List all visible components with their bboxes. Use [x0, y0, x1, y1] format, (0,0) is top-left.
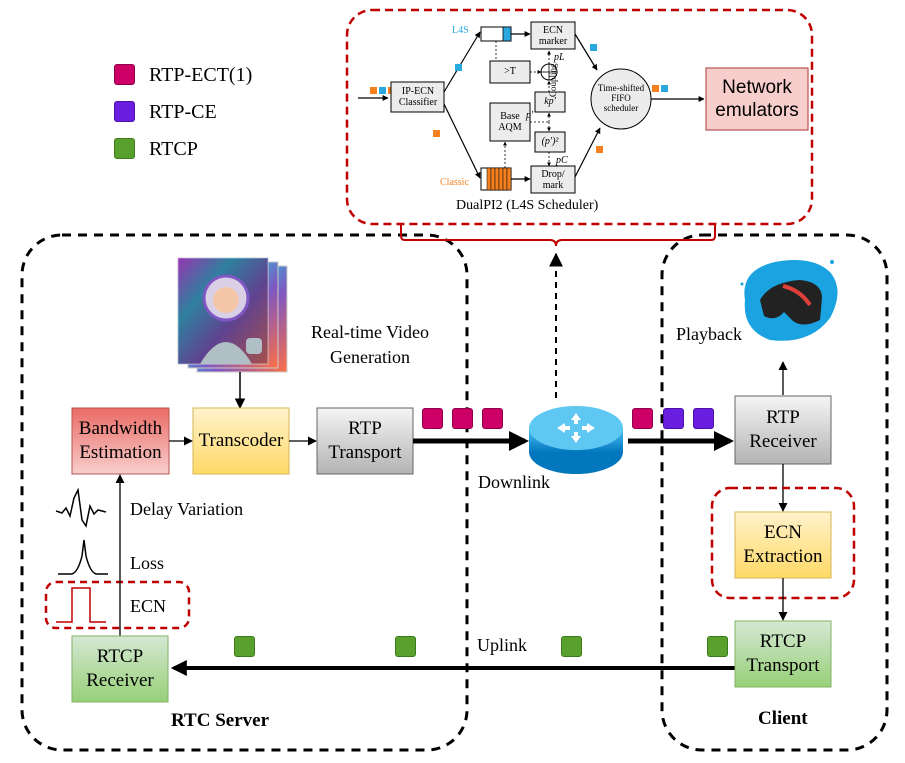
p-squared-box [534, 131, 566, 153]
fifo-scheduler-label: Time-shifted FIFO scheduler [597, 83, 645, 113]
classic-label: Classic [440, 177, 469, 188]
drop-mark-label: Drop/ mark [541, 169, 565, 191]
uplink-packet-1 [234, 636, 255, 657]
uplink-packet-3 [561, 636, 582, 657]
client-packet-1 [632, 408, 653, 429]
downlink-label: Downlink [478, 472, 550, 492]
legend-swatch-rtcp [114, 138, 135, 159]
transcoder-label: Transcoder [198, 430, 284, 451]
downlink-packet-2 [452, 408, 473, 429]
downlink-packet-1 [422, 408, 443, 429]
uplink-packet-2 [395, 636, 416, 657]
l4s-label: L4S [452, 25, 469, 36]
p-c-label: pC [556, 155, 568, 166]
kp-box [534, 91, 566, 113]
rtcp-receiver-box [71, 635, 169, 703]
ecn-label: ECN [130, 596, 166, 616]
ecn-marker-label: ECN marker [538, 25, 568, 47]
rtp-receiver-label: RTP Receiver [749, 407, 817, 452]
legend-swatch-ce [114, 101, 135, 122]
generated-video-frames [177, 257, 288, 373]
video-generation-label: Real-time Video Generation [310, 322, 430, 367]
network-emulators-label: Network emulators [715, 77, 799, 121]
router-icon [529, 406, 623, 474]
loss-label: Loss [130, 553, 165, 573]
bandwidth-estimation-label: Bandwidth Estimation [78, 418, 163, 463]
client-packet-2 [663, 408, 684, 429]
p-l-label: pL [554, 52, 565, 63]
delay-variation-label: Delay Variation [130, 499, 244, 519]
loss-waveform [58, 539, 108, 575]
base-aqm-label: Base AQM [498, 111, 522, 133]
bandwidth-estimation-box [71, 407, 170, 475]
rtp-receiver-box [734, 395, 832, 465]
legend-label-ect1: RTP-ECT(1) [149, 64, 253, 86]
threshold-label: >T [504, 66, 516, 77]
legend-label-ce: RTP-CE [149, 101, 217, 123]
server-container [20, 233, 469, 752]
uplink-packet-4 [707, 636, 728, 657]
ecn-extraction-box [734, 511, 832, 579]
ip-ecn-classifier-box [390, 81, 445, 113]
rtcp-transport-box [734, 620, 832, 688]
client-packet-3 [693, 408, 714, 429]
scheduler-brace [400, 224, 716, 247]
ip-ecn-classifier-label: IP-ECN Classifier [398, 86, 438, 108]
ecn-marker-box [530, 21, 576, 50]
playback-label: Playback [676, 324, 742, 344]
client-title: Client [758, 708, 808, 729]
vr-headset-icon [740, 259, 838, 341]
server-title: RTC Server [171, 710, 269, 731]
base-aqm-box [489, 102, 531, 142]
scheduler-container [345, 8, 814, 226]
rtp-transport-box [316, 407, 414, 475]
drop-mark-box [530, 165, 576, 194]
ecn-extraction-label: ECN Extraction [743, 522, 823, 567]
legend-swatch-ect1 [114, 64, 135, 85]
rtcp-receiver-label: RTCP Receiver [86, 646, 154, 691]
p-prime-label: p' [526, 110, 534, 121]
rtp-transport-label: RTP Transport [328, 418, 402, 463]
uplink-label: Uplink [477, 635, 528, 655]
client-container [660, 233, 889, 752]
delay-variation-waveform [55, 487, 107, 528]
network-emulators-box [705, 67, 809, 131]
rtcp-transport-label: RTCP Transport [746, 631, 820, 676]
coupling-label: Coupling [548, 63, 558, 97]
legend-label-rtcp: RTCP [149, 138, 198, 160]
ecn-signal-highlight [44, 580, 191, 630]
kp-label: kp' [544, 96, 556, 107]
ecn-signal-waveform [56, 587, 106, 623]
scheduler-caption: DualPI2 (L4S Scheduler) [456, 198, 599, 213]
p-squared-label: (p')² [541, 136, 559, 147]
downlink-packet-3 [482, 408, 503, 429]
